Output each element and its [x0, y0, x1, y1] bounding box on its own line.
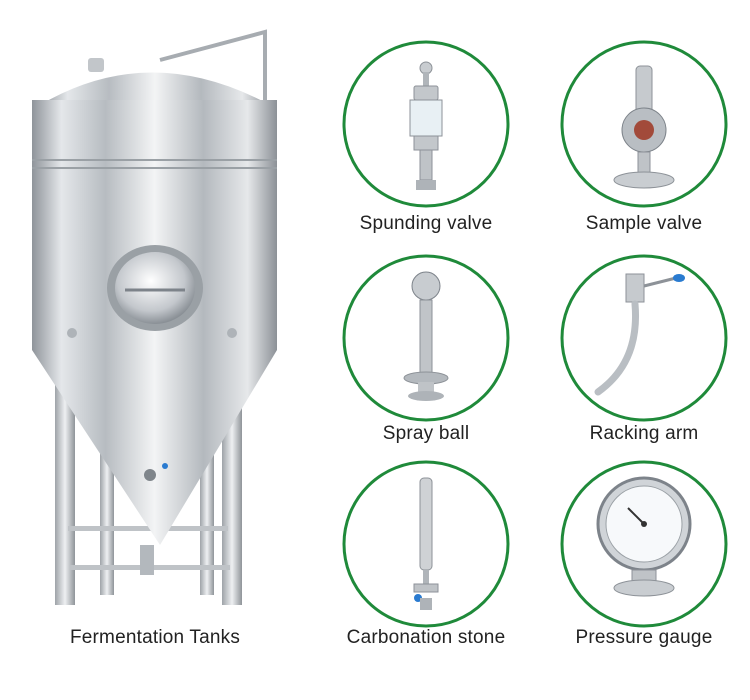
- spunding-valve-icon: [342, 40, 510, 208]
- spray-ball-tile: Spray ball: [340, 252, 512, 444]
- spunding-valve-tile: Spunding valve: [340, 38, 512, 234]
- racking-arm-tile: Racking arm: [558, 252, 730, 444]
- carbonation-stone-icon: [342, 460, 510, 628]
- racking-arm-icon: [560, 254, 728, 422]
- spray-ball-label: Spray ball: [382, 423, 470, 444]
- spray-ball-icon: [342, 254, 510, 422]
- pressure-gauge-icon: [560, 460, 728, 628]
- spunding-valve-label: Spunding valve: [359, 213, 493, 234]
- fermentation-tanks-label: Fermentation Tanks: [69, 627, 241, 648]
- pressure-gauge-tile: Pressure gauge: [558, 458, 730, 648]
- fermentation-tank-panel: Fermentation Tanks: [0, 0, 320, 700]
- sample-valve-icon: [560, 40, 728, 208]
- carbonation-stone-tile: Carbonation stone: [340, 458, 512, 648]
- pressure-gauge-label: Pressure gauge: [575, 627, 713, 648]
- sample-valve-label: Sample valve: [585, 213, 703, 234]
- carbonation-stone-label: Carbonation stone: [346, 627, 506, 648]
- sample-valve-tile: Sample valve: [558, 38, 730, 234]
- fermentation-tank-icon: [32, 29, 277, 605]
- racking-arm-label: Racking arm: [589, 423, 699, 444]
